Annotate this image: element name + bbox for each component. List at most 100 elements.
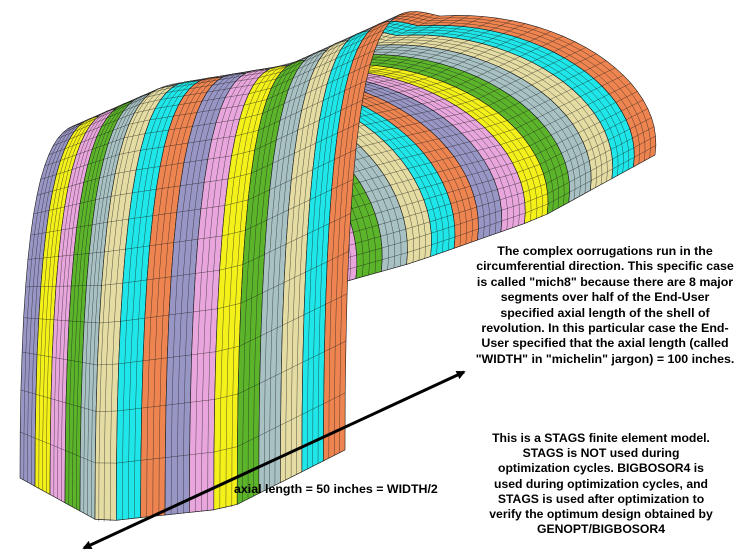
mesh-line xyxy=(365,102,388,107)
mesh-line xyxy=(36,190,53,196)
mesh-line xyxy=(553,41,575,52)
mesh-line xyxy=(128,119,151,125)
mesh-line xyxy=(284,271,306,283)
mesh-line xyxy=(276,68,298,80)
mesh-line xyxy=(262,103,285,114)
mesh-line xyxy=(517,164,541,173)
mesh-line xyxy=(460,43,483,54)
mesh-line xyxy=(112,104,129,112)
mesh-line xyxy=(356,24,379,35)
mesh-line xyxy=(368,67,391,74)
mesh-line xyxy=(446,40,469,51)
mesh-line xyxy=(503,23,526,34)
mesh-line xyxy=(167,354,192,358)
mesh-line xyxy=(539,153,562,165)
mesh-line xyxy=(64,142,81,149)
mesh-line xyxy=(634,145,656,158)
mesh-line xyxy=(478,88,500,99)
mesh-line xyxy=(372,17,395,28)
mesh-line xyxy=(20,389,37,395)
mesh-line xyxy=(531,51,554,63)
mesh-line xyxy=(375,92,399,97)
mesh-line xyxy=(437,165,461,173)
mesh-line xyxy=(319,110,342,121)
mesh-line xyxy=(399,199,424,207)
mesh-line xyxy=(56,169,73,175)
mesh-line xyxy=(315,132,338,144)
mesh-line xyxy=(276,130,298,141)
mesh-line xyxy=(599,110,622,123)
mesh-line xyxy=(399,103,423,109)
mesh-line xyxy=(468,30,491,41)
mesh-line xyxy=(584,60,607,72)
mesh-line xyxy=(562,70,585,82)
mesh-line xyxy=(239,335,261,347)
mesh-line xyxy=(139,99,161,105)
mesh-line xyxy=(587,93,610,105)
mesh-line xyxy=(243,99,267,106)
mesh-line xyxy=(403,210,428,218)
mesh-line xyxy=(323,90,345,101)
mesh-line xyxy=(340,39,363,50)
mesh-line xyxy=(334,33,357,44)
mesh-line xyxy=(168,126,193,131)
mesh-line xyxy=(329,37,352,48)
mesh-line xyxy=(488,95,511,106)
mesh-line xyxy=(541,36,564,47)
mesh-line xyxy=(406,256,431,265)
corrugation-description: The complex oorrugations run in the circ… xyxy=(475,244,735,366)
mesh-line xyxy=(529,134,552,147)
mesh-line xyxy=(280,110,302,121)
mesh-line xyxy=(90,117,108,125)
mesh-line xyxy=(519,46,542,57)
mesh-line xyxy=(160,95,184,100)
mesh-line xyxy=(115,169,137,174)
mesh-line xyxy=(420,81,444,89)
mesh-line xyxy=(454,228,479,238)
mesh-line xyxy=(566,104,588,116)
mesh-line xyxy=(164,142,189,147)
mesh-line xyxy=(74,124,91,132)
mesh-line xyxy=(38,318,54,320)
mesh-line xyxy=(390,178,415,186)
mesh-line xyxy=(583,130,605,143)
mesh-line xyxy=(510,61,532,73)
mesh-line xyxy=(160,162,184,167)
mesh-line xyxy=(230,84,254,89)
mesh-line xyxy=(498,56,521,67)
mesh-line xyxy=(506,145,530,154)
mesh-line xyxy=(359,174,385,183)
mesh-line xyxy=(291,169,313,180)
mesh-line xyxy=(172,83,196,88)
mesh-line xyxy=(219,264,243,271)
mesh-line xyxy=(62,125,80,133)
mesh-line xyxy=(37,354,53,358)
mesh-line xyxy=(501,212,526,222)
mesh-line xyxy=(405,221,430,230)
mesh-line xyxy=(568,190,591,203)
mesh-line xyxy=(68,182,84,187)
mesh-line xyxy=(53,139,70,146)
mesh-line xyxy=(351,27,373,38)
mesh-line xyxy=(200,205,225,210)
mesh-line xyxy=(286,233,308,245)
mesh-line xyxy=(430,66,453,78)
mesh-line xyxy=(65,450,81,457)
mesh-line xyxy=(500,136,524,145)
mesh-line xyxy=(281,62,303,73)
mesh-line xyxy=(380,228,406,237)
mesh-line xyxy=(572,113,595,125)
mesh-line xyxy=(551,123,573,136)
mesh-line xyxy=(178,80,202,85)
mesh-line xyxy=(43,256,59,259)
mesh-line xyxy=(462,16,484,27)
mesh-line xyxy=(375,206,401,214)
mesh-line xyxy=(106,110,124,119)
mesh-line xyxy=(446,141,470,148)
mesh-line xyxy=(187,139,212,144)
mesh-line xyxy=(136,166,161,171)
mesh-line xyxy=(124,133,146,139)
mesh-line xyxy=(80,136,97,143)
mesh-line xyxy=(197,235,223,240)
